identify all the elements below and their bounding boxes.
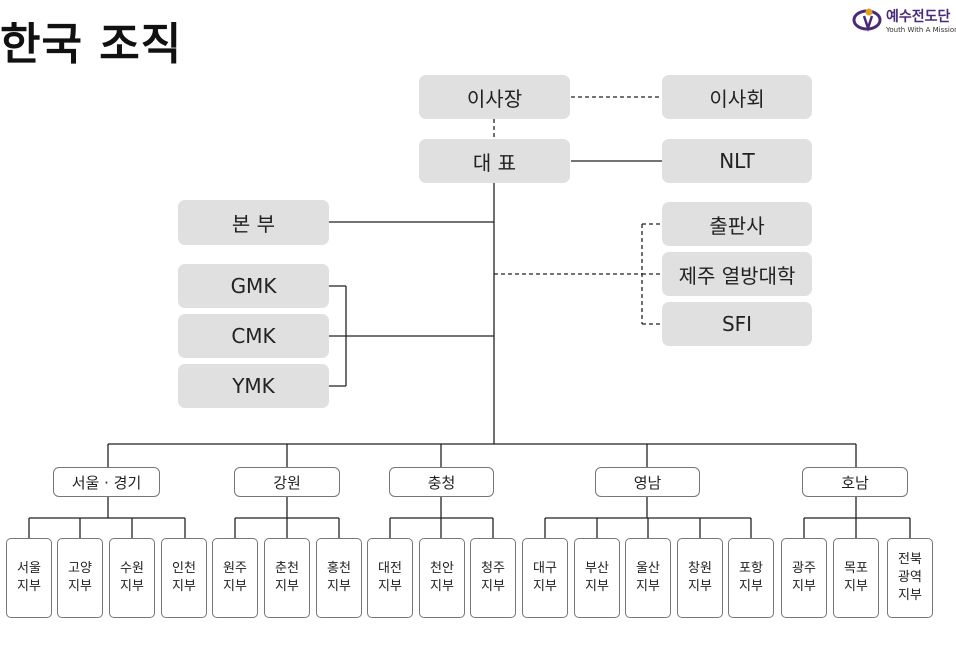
region-chungcheong: 충청 [389,467,494,497]
page-title: 한국 조직 [0,19,183,70]
branch-box: 고양 지부 [57,538,103,618]
branch-box: 울산 지부 [625,538,671,618]
node-cmk: CMK [178,314,329,358]
node-chairman: 이사장 [419,75,570,119]
branch-box: 광주 지부 [781,538,827,618]
node-jeju-university: 제주 열방대학 [662,252,812,296]
branch-box: 원주 지부 [212,538,258,618]
branch-box: 청주 지부 [470,538,516,618]
region-seoul-gyeonggi: 서울 · 경기 [53,467,160,497]
node-headquarters: 본 부 [178,200,329,245]
region-honam: 호남 [802,467,908,497]
branch-box: 서울 지부 [6,538,52,618]
region-gangwon: 강원 [234,467,340,497]
branch-box: 부산 지부 [574,538,620,618]
branch-box: 창원 지부 [677,538,723,618]
node-nlt: NLT [662,139,812,183]
logo: 예수전도단 Youth With A Mission [852,4,956,38]
node-board: 이사회 [662,75,812,119]
branch-box: 대전 지부 [367,538,413,618]
logo-text-ko: 예수전도단 [886,9,951,25]
node-sfi: SFI [662,302,812,346]
node-publisher: 출판사 [662,202,812,246]
node-gmk: GMK [178,264,329,308]
node-representative: 대 표 [419,139,570,183]
branch-box: 춘천 지부 [264,538,310,618]
node-ymk: YMK [178,364,329,408]
branch-box: 전북 광역 지부 [887,538,933,618]
branch-box: 홍천 지부 [316,538,362,618]
branch-box: 수원 지부 [109,538,155,618]
branch-box: 인천 지부 [161,538,207,618]
logo-text-en: Youth With A Mission [886,26,956,34]
branch-box: 목포 지부 [833,538,879,618]
logo-mark-icon [852,8,882,32]
branch-box: 천안 지부 [419,538,465,618]
branch-box: 대구 지부 [522,538,568,618]
region-yeongnam: 영남 [595,467,700,497]
branch-box: 포항 지부 [728,538,774,618]
